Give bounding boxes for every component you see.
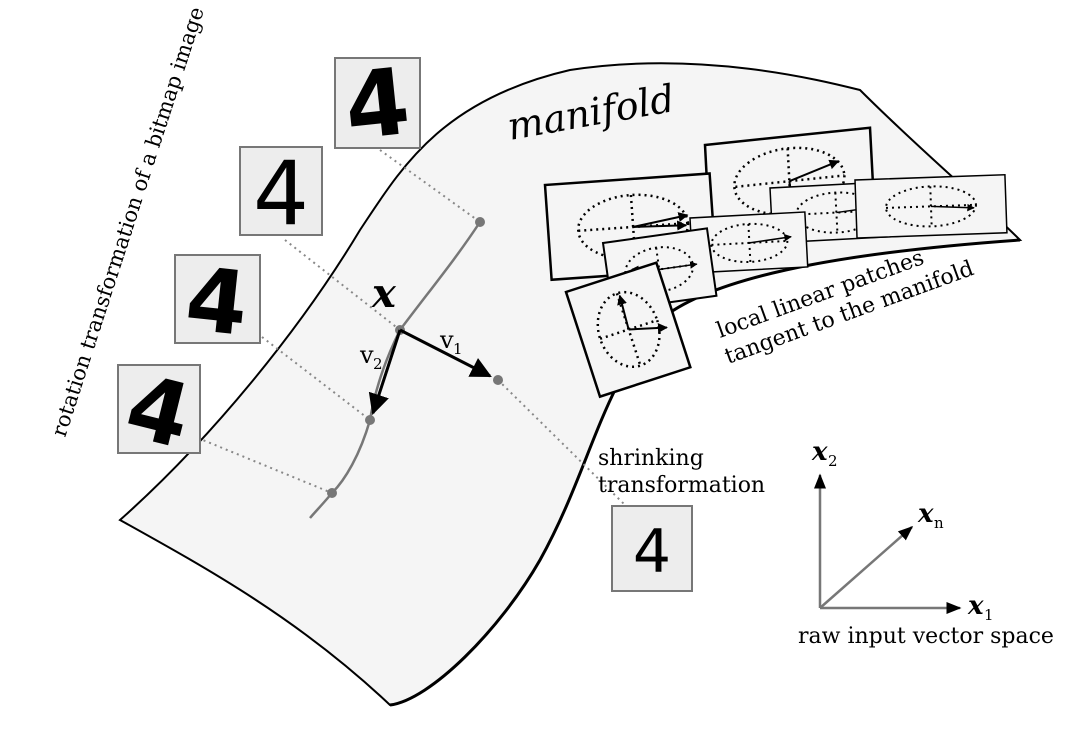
tangent-vectors (368, 328, 492, 415)
local-patches (543, 126, 1008, 399)
vector-v1-label: v 1 (439, 326, 463, 358)
svg-text:v: v (359, 341, 374, 369)
svg-text:n: n (934, 514, 944, 532)
axis-xn-label: x n (917, 499, 944, 532)
digit-label: 4 (633, 517, 671, 587)
axes-caption: raw input vector space (798, 624, 1054, 649)
axis-x1-label: x 1 (967, 591, 994, 624)
vector-v2-label: v 2 (359, 341, 383, 373)
svg-text:v: v (439, 326, 454, 354)
patch-5 (689, 211, 809, 274)
svg-text:x: x (811, 437, 828, 467)
svg-text:1: 1 (984, 606, 994, 624)
svg-text:shrinking: shrinking (598, 446, 704, 471)
digit-box-3: 4 (174, 247, 261, 356)
digit-label: 4 (181, 247, 253, 356)
axis-x2-label: x 2 (811, 437, 838, 470)
patch-4 (854, 173, 1008, 239)
shrinking-label: shrinking transformation (598, 446, 765, 498)
svg-text:transformation: transformation (598, 473, 765, 498)
point-x-label: x (371, 270, 397, 317)
svg-text:x: x (967, 591, 984, 621)
svg-text:2: 2 (828, 452, 838, 470)
digit-box-1: 4 (334, 48, 421, 161)
svg-text:1: 1 (453, 340, 463, 358)
digit-label: 4 (253, 142, 309, 245)
digit-label: 4 (340, 48, 415, 161)
digit-box-shrunk: 4 (611, 505, 693, 592)
digit-box-4: 4 (116, 354, 201, 469)
svg-text:2: 2 (373, 355, 383, 373)
digit-box-2: 4 (239, 142, 323, 245)
axes-diagram: x 1 x 2 x n raw input vector space (798, 437, 1054, 649)
axis-xn (819, 526, 914, 609)
dotted-leaders (197, 149, 626, 506)
patch-7 (564, 261, 692, 399)
svg-text:x: x (917, 499, 934, 529)
